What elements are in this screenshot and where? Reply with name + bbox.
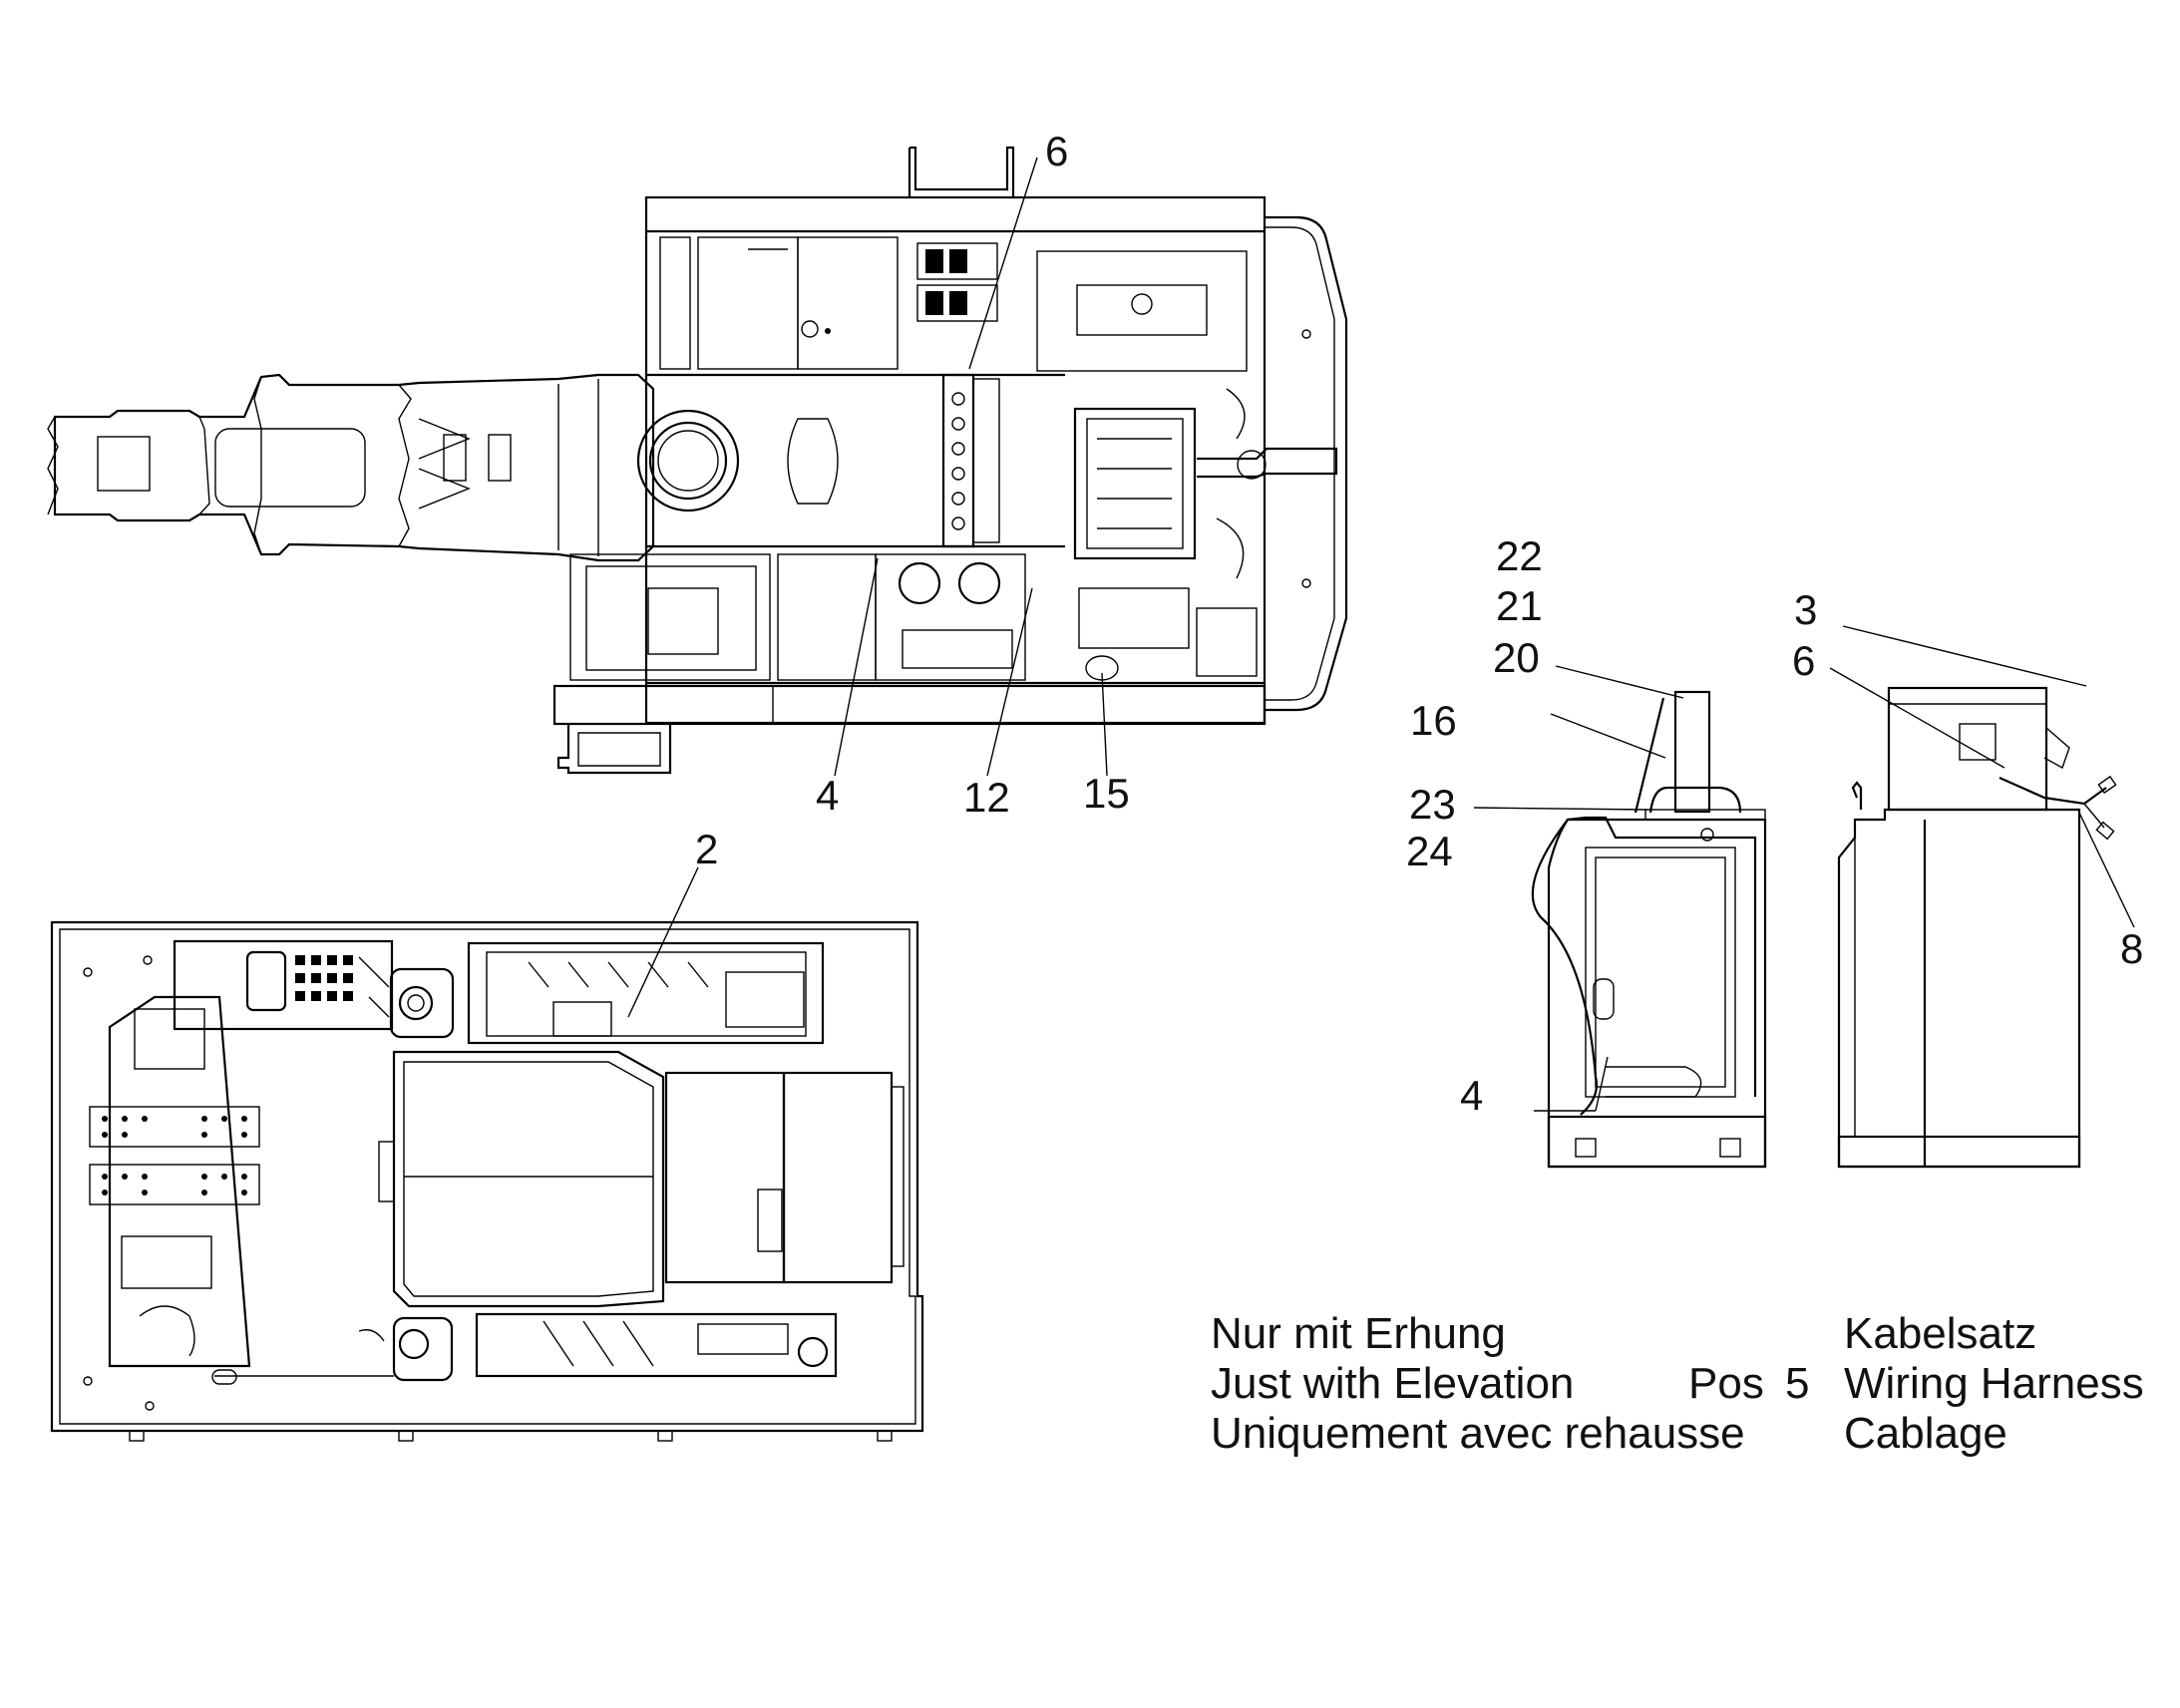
machine-top-view	[47, 146, 1348, 777]
callout-side-20: 20	[1493, 634, 1540, 681]
pedal-grip-dots	[102, 1116, 247, 1196]
callout-machine-12: 12	[963, 774, 1010, 821]
callout-side-6: 6	[1792, 637, 1815, 684]
callout-side-24: 24	[1406, 828, 1453, 874]
console-switch-block	[295, 955, 353, 1001]
cab-floor-plan	[50, 866, 924, 1442]
callout-side-3: 3	[1794, 586, 1817, 633]
legend-harness-line-1: Kabelsatz	[1844, 1309, 2037, 1358]
callout-machine-4: 4	[816, 772, 839, 819]
legend-harness-line-2: Wiring Harness	[1844, 1359, 2144, 1408]
cab-side-view-right	[1829, 625, 2135, 1169]
legend-position-label: Pos	[1688, 1359, 1764, 1408]
callout-side-23: 23	[1409, 781, 1456, 828]
callout-machine-6: 6	[1045, 128, 1068, 174]
callout-side-16: 16	[1410, 697, 1457, 744]
cab-side-view-left	[1473, 665, 1767, 1169]
callout-side-4: 4	[1460, 1072, 1483, 1119]
legend-harness-line-3: Cablage	[1844, 1409, 2007, 1458]
callout-side-21: 21	[1496, 582, 1543, 629]
legend-elevation-line-1: Nur mit Erhung	[1211, 1309, 1506, 1358]
legend-elevation-line-3: Uniquement avec rehausse	[1211, 1409, 1745, 1458]
callout-cab-2: 2	[695, 826, 718, 872]
callout-side-22: 22	[1496, 532, 1543, 579]
callout-side-8: 8	[2120, 925, 2143, 972]
legend-position-number: 5	[1785, 1359, 1810, 1408]
callout-machine-15: 15	[1083, 770, 1130, 817]
legend-elevation-line-2: Just with Elevation	[1211, 1359, 1575, 1408]
callout-labels: 6 4 12 15 2 22 21 20 16 23 24 4 3 6 8	[695, 128, 2143, 1119]
